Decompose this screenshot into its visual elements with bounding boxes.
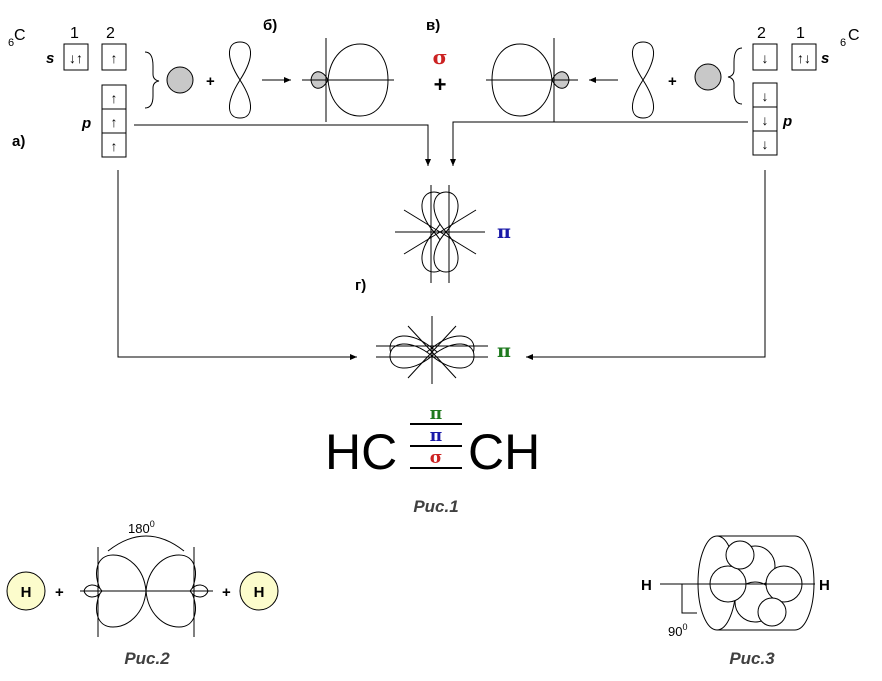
left-column-1-label: 1 xyxy=(70,25,79,42)
fig2-angle-label: 1800 xyxy=(128,519,155,536)
formula-pi-symbol-1: π xyxy=(430,404,442,424)
right-column-1-label: 1 xyxy=(796,25,805,42)
right-carbon-configuration: 2 1 6 C ↓ ↑↓ s ↓ ↓ ↓ p xyxy=(727,25,860,156)
vertical-pi-overlap: π г) xyxy=(355,185,511,294)
right-2p-electron-2: ↓ xyxy=(762,112,769,128)
left-s-orbital xyxy=(166,66,194,94)
right-2s-cell xyxy=(752,43,778,71)
right-2p-electron-1: ↓ xyxy=(762,88,769,104)
connector-arrows xyxy=(117,121,766,360)
left-hybrid-brace xyxy=(144,51,160,109)
left-2p-cell-3 xyxy=(101,132,127,158)
sigma-label-group: в) σ + xyxy=(426,17,447,97)
label-a: а) xyxy=(12,133,25,150)
left-p-orbital xyxy=(229,41,251,119)
left-1s-electrons: ↓↑ xyxy=(69,50,83,66)
left-2p-electron-2: ↑ xyxy=(111,114,118,130)
figure-2: H + + H 1800 Рис.2 xyxy=(6,519,279,668)
fig3-right-hydrogen: H xyxy=(819,577,830,594)
left-p-label: p xyxy=(81,115,91,132)
right-atomic-number: 6 xyxy=(840,37,846,49)
horizontal-pi-diagonal-2 xyxy=(407,325,457,379)
formula-pi-symbol-2: π xyxy=(430,426,442,446)
arrow-right-to-vertical-pi xyxy=(450,121,748,166)
right-2s-electrons: ↓ xyxy=(762,50,769,66)
left-2p-cell-1 xyxy=(101,84,127,110)
fig2-plus-left: + xyxy=(55,584,64,601)
left-2p-electron-1: ↑ xyxy=(111,90,118,106)
fig3-pi-cloud-5 xyxy=(725,540,755,570)
formula-right-group: CH xyxy=(468,424,540,480)
vertical-pi-symbol: π xyxy=(497,221,511,243)
left-element-symbol: C xyxy=(14,27,26,44)
horizontal-pi-overlap: π xyxy=(376,316,511,384)
fig3-caption: Рис.3 xyxy=(729,649,775,668)
left-2s-electrons: ↑ xyxy=(111,50,118,66)
left-carbon-configuration: 6 C 1 2 s ↓↑ ↑ p ↑ ↑ ↑ а) xyxy=(8,25,160,158)
right-s-orbital xyxy=(694,63,722,91)
fig2-right-hydrogen-label: H xyxy=(254,584,265,601)
fig2-plus-right: + xyxy=(222,584,231,601)
fig2-left-hydrogen-label: H xyxy=(21,584,32,601)
left-2s-cell xyxy=(101,43,127,71)
right-s-label: s xyxy=(821,50,829,67)
fig3-right-angle-marker xyxy=(681,584,697,614)
acetylene-formula: HC CH π π σ Рис.1 xyxy=(325,404,540,516)
left-1s-cell xyxy=(63,43,89,71)
vertical-pi-diagonal-2 xyxy=(403,209,477,255)
figure-3: H H 900 Рис.3 xyxy=(641,535,830,668)
fig2-left-hydrogen xyxy=(6,571,46,611)
fig3-pi-cloud-6 xyxy=(757,597,787,627)
label-b: б) xyxy=(263,17,277,34)
sigma-symbol: σ xyxy=(433,45,448,69)
left-2p-electron-3: ↑ xyxy=(111,138,118,154)
left-s-label: s xyxy=(46,50,54,67)
left-column-2-label: 2 xyxy=(106,25,115,42)
right-2p-cell-3 xyxy=(752,130,778,156)
fig1-caption: Рис.1 xyxy=(413,497,458,516)
left-plus-1: + xyxy=(206,73,215,90)
arrow-left-to-horizontal-pi xyxy=(117,170,357,360)
fig2-caption: Рис.2 xyxy=(124,649,170,668)
right-plus-1: + xyxy=(668,73,677,90)
fig3-angle-label: 900 xyxy=(668,622,687,639)
right-element-symbol: C xyxy=(848,27,860,44)
right-2p-electron-3: ↓ xyxy=(762,136,769,152)
fig2-angle-arc xyxy=(107,535,185,552)
center-plus: + xyxy=(434,72,447,97)
right-p-orbital xyxy=(632,41,654,119)
arrow-left-to-vertical-pi xyxy=(134,124,431,166)
arrow-right-to-horizontal-pi xyxy=(526,170,766,360)
label-v: в) xyxy=(426,17,440,34)
horizontal-pi-symbol: π xyxy=(497,340,511,362)
right-sp-hybridization: + xyxy=(486,38,722,122)
right-1s-cell xyxy=(791,43,817,71)
right-1s-electrons: ↑↓ xyxy=(797,50,811,66)
formula-left-group: HC xyxy=(325,424,397,480)
fig2-right-hydrogen xyxy=(239,571,279,611)
right-2p-cell-1 xyxy=(752,82,778,108)
formula-sigma-symbol: σ xyxy=(430,448,443,468)
right-hybrid-brace xyxy=(727,47,743,105)
right-column-2-label: 2 xyxy=(757,25,766,42)
label-g: г) xyxy=(355,277,366,294)
left-atomic-number: 6 xyxy=(8,37,14,49)
right-2p-cell-2 xyxy=(752,106,778,132)
right-p-label: p xyxy=(782,113,792,130)
fig3-cylinder-right-end xyxy=(794,535,815,631)
left-sp-hybridization: + б) xyxy=(166,17,394,122)
fig3-left-hydrogen: H xyxy=(641,577,652,594)
